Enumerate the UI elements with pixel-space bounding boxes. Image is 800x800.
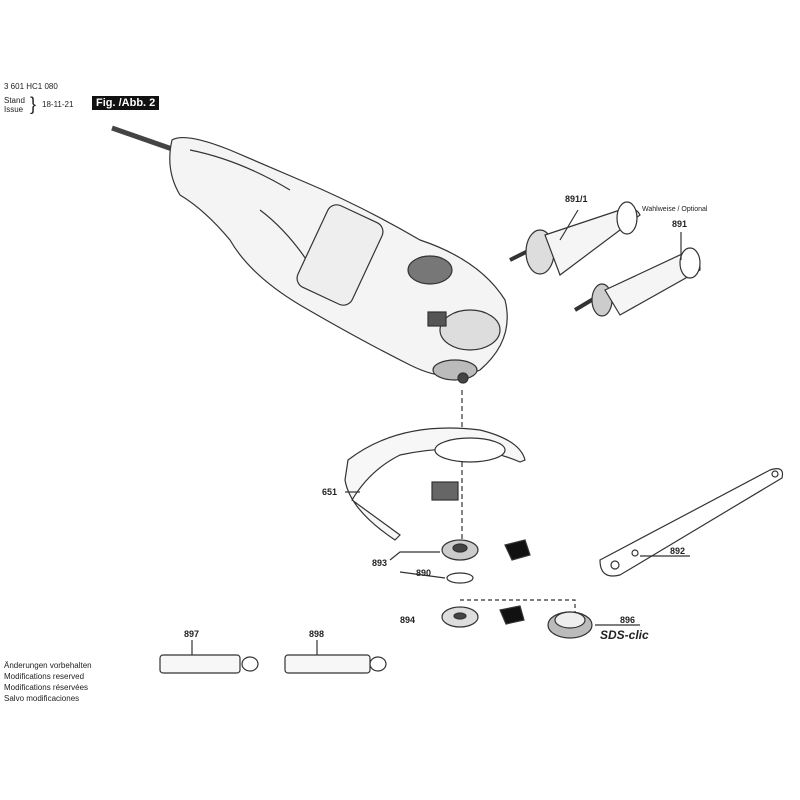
part-label-891: 891	[672, 219, 688, 229]
disclaimer-en: Modifications reserved	[4, 672, 85, 681]
disclaimer-de: Änderungen vorbehalten	[4, 661, 92, 670]
part-label-891-1: 891/1	[565, 194, 588, 204]
issue-date: 18-11-21	[42, 100, 74, 109]
sds-clic-logo: SDS-clic	[600, 628, 649, 642]
optional-note: Wahlweise / Optional	[642, 206, 708, 213]
part-label-890: 890	[416, 568, 432, 578]
part-number: 3 601 HC1 080	[4, 82, 58, 91]
carbon-brush-898	[284, 640, 387, 674]
angle-grinder	[111, 125, 508, 384]
part-label-894: 894	[400, 615, 416, 625]
guard-651	[344, 427, 526, 541]
part-label-898: 898	[309, 629, 325, 639]
spanner-892	[599, 468, 784, 577]
handle-891-1	[509, 201, 641, 276]
part-label-892: 892	[670, 546, 686, 556]
part-label-651: 651	[322, 487, 338, 497]
stand-label: Stand	[4, 96, 25, 105]
brace: }	[30, 94, 37, 114]
flange-893	[441, 539, 531, 584]
quick-nut-896	[460, 599, 593, 639]
nut-894	[441, 605, 525, 628]
issue-label: Issue	[4, 105, 24, 114]
figure-label: Fig. /Abb. 2	[92, 96, 160, 110]
part-label-896: 896	[620, 615, 636, 625]
part-label-893: 893	[372, 558, 388, 568]
part-label-897: 897	[184, 629, 200, 639]
carbon-brush-897	[159, 640, 259, 674]
disclaimer-fr: Modifications réservées	[4, 683, 89, 692]
disclaimer-es: Salvo modificaciones	[4, 694, 80, 703]
